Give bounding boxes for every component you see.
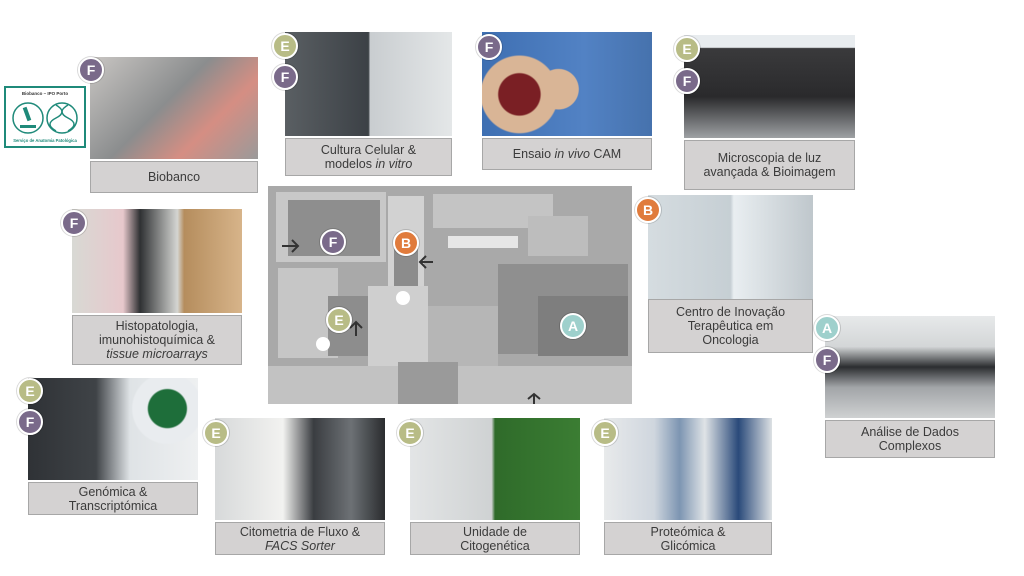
cam-caption: Ensaio in vivo CAM xyxy=(482,138,652,170)
badge-histopatologia-f: F xyxy=(61,210,87,236)
cito-photo xyxy=(648,195,813,299)
facility-proteomica: Proteómica & Glicómica xyxy=(604,418,772,555)
badge-citogenetica-e: E xyxy=(397,420,423,446)
badge-cultura-e: E xyxy=(272,33,298,59)
logo-subtitle: Serviço de Anatomia Patológica xyxy=(13,138,77,143)
genomica-photo xyxy=(28,378,198,480)
analise-photo xyxy=(825,316,995,418)
cultura-caption: Cultura Celular & modelos in vitro xyxy=(285,138,452,176)
badge-genomica-e: E xyxy=(17,378,43,404)
facility-histopatologia: Histopatologia, imunohistoquímica & tiss… xyxy=(72,209,242,365)
proteomica-caption: Proteómica & Glicómica xyxy=(604,522,772,555)
badge-biobanco-f: F xyxy=(78,57,104,83)
map-marker-a: A xyxy=(560,313,586,339)
facility-ensaio-cam: Ensaio in vivo CAM xyxy=(482,32,652,170)
citogenetica-caption: Unidade de Citogenética xyxy=(410,522,580,555)
proteomica-photo xyxy=(604,418,772,520)
badge-genomica-f: F xyxy=(17,409,43,435)
facility-citometria: Citometria de Fluxo & FACS Sorter xyxy=(215,418,385,555)
facility-cito: Centro de Inovação Terapêutica em Oncolo… xyxy=(648,195,813,353)
badge-microscopia-e: E xyxy=(674,36,700,62)
map-marker-b: B xyxy=(393,230,419,256)
badge-citometria-e: E xyxy=(203,420,229,446)
campus-map: F B E A xyxy=(268,186,632,404)
biobanco-caption: Biobanco xyxy=(90,161,258,193)
cito-caption: Centro de Inovação Terapêutica em Oncolo… xyxy=(648,299,813,353)
facility-citogenetica: Unidade de Citogenética xyxy=(410,418,580,555)
citogenetica-photo xyxy=(410,418,580,520)
cultura-photo xyxy=(285,32,452,136)
facility-analise-dados: Análise de Dados Complexos xyxy=(825,316,995,458)
cam-photo xyxy=(482,32,652,136)
microscopia-caption: Microscopia de luz avançada & Bioimagem xyxy=(684,140,855,190)
facility-genomica: Genómica & Transcriptómica xyxy=(28,378,198,515)
citometria-caption: Citometria de Fluxo & FACS Sorter xyxy=(215,522,385,555)
facility-microscopia: Microscopia de luz avançada & Bioimagem xyxy=(684,35,855,190)
facility-cultura-celular: Cultura Celular & modelos in vitro xyxy=(285,32,452,176)
map-marker-f: F xyxy=(320,229,346,255)
badge-cam-f: F xyxy=(476,34,502,60)
biobanco-photo xyxy=(90,57,258,159)
logo-title: Biobanco – IPO Porto xyxy=(21,91,69,96)
badge-cito-b: B xyxy=(635,197,661,223)
citometria-photo xyxy=(215,418,385,520)
microscopia-photo xyxy=(684,35,855,138)
histopatologia-caption: Histopatologia, imunohistoquímica & tiss… xyxy=(72,315,242,365)
genomica-caption: Genómica & Transcriptómica xyxy=(28,482,198,515)
facility-biobanco: Biobanco xyxy=(90,57,258,193)
badge-cultura-f: F xyxy=(272,64,298,90)
badge-analise-a: A xyxy=(814,315,840,341)
microscope-dna-icon xyxy=(12,102,78,134)
badge-proteomica-e: E xyxy=(592,420,618,446)
badge-microscopia-f: F xyxy=(674,68,700,94)
badge-analise-f: F xyxy=(814,347,840,373)
analise-caption: Análise de Dados Complexos xyxy=(825,420,995,458)
campus-map-drawing xyxy=(268,186,632,404)
histopatologia-photo xyxy=(72,209,242,313)
map-marker-e: E xyxy=(326,307,352,333)
biobanco-logo: Biobanco – IPO Porto Serviço de Anatomia… xyxy=(4,86,86,148)
